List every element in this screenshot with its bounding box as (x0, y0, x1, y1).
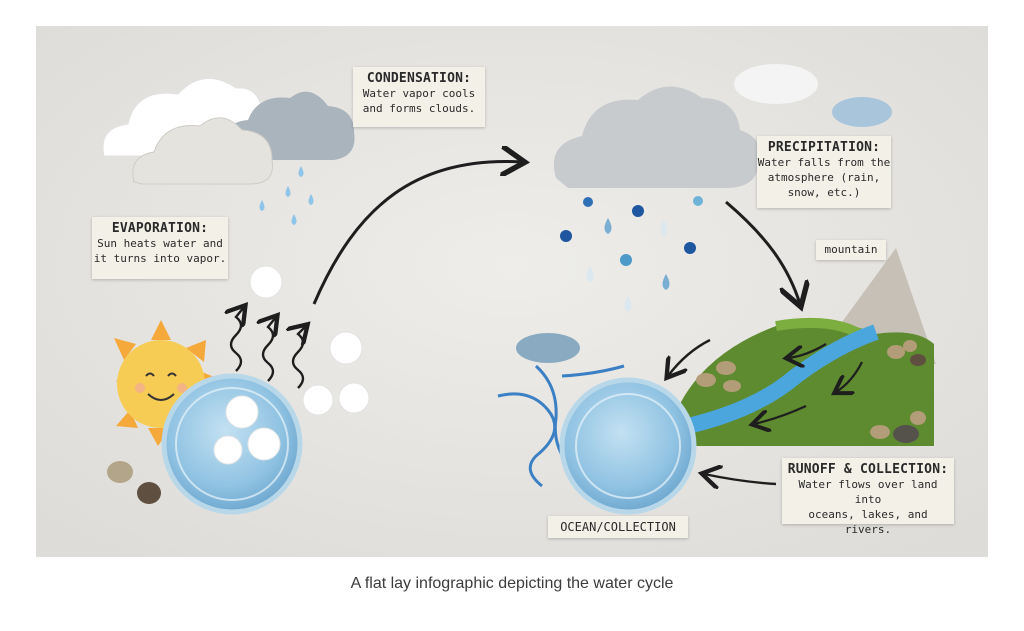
precipitation-text-3: snow, etc.) (787, 186, 861, 199)
precipitation-label: PRECIPITATION: Water falls from the atmo… (757, 136, 891, 208)
precipitation-cloud (553, 86, 760, 188)
condensation-clouds (102, 77, 355, 185)
cycle-arrow-down (725, 200, 800, 304)
landscape-river (672, 317, 934, 446)
vapor-cotton (249, 265, 370, 416)
condensation-label: CONDENSATION: Water vapor cools and form… (353, 67, 485, 127)
condensation-text-2: and forms clouds. (362, 102, 476, 115)
evaporation-water-bowl (161, 373, 303, 515)
runoff-label: RUNOFF & COLLECTION: Water flows over la… (782, 458, 954, 536)
precipitation-text-2: atmosphere (rain, (767, 171, 881, 184)
ocean-collection-bowl (559, 377, 697, 515)
evaporation-title: EVAPORATION: (111, 221, 209, 236)
vapor-squiggles (231, 307, 306, 389)
condensation-raindrops (259, 166, 314, 225)
cycle-arrow-up (312, 162, 522, 305)
left-pebbles (107, 461, 161, 504)
runoff-title: RUNOFF & COLLECTION: (787, 462, 949, 477)
precipitation-drops (560, 196, 703, 312)
condensation-text-1: Water vapor cools (362, 87, 476, 100)
runoff-text-2: oceans, lakes, and rivers. (808, 508, 928, 536)
evaporation-text-2: it turns into vapor. (93, 252, 227, 265)
runoff-text-1: Water flows over land into (798, 478, 938, 506)
precipitation-text-1: Water falls from the (757, 156, 891, 169)
evaporation-text-1: Sun heats water and (97, 237, 223, 250)
runoff-arrow (668, 338, 711, 376)
small-felt-clouds (734, 64, 892, 127)
evaporation-label: EVAPORATION: Sun heats water and it turn… (92, 217, 228, 279)
collection-arrow (704, 474, 777, 484)
mountain-label: mountain (816, 240, 886, 260)
ocean-text: OCEAN/COLLECTION (560, 520, 676, 534)
mountain-text: mountain (824, 243, 878, 256)
water-cycle-photo (36, 26, 988, 557)
ocean-label: OCEAN/COLLECTION (548, 516, 688, 538)
precipitation-title: PRECIPITATION: (767, 140, 881, 155)
condensation-title: CONDENSATION: (366, 71, 472, 86)
image-caption: A flat lay infographic depicting the wat… (350, 575, 674, 592)
